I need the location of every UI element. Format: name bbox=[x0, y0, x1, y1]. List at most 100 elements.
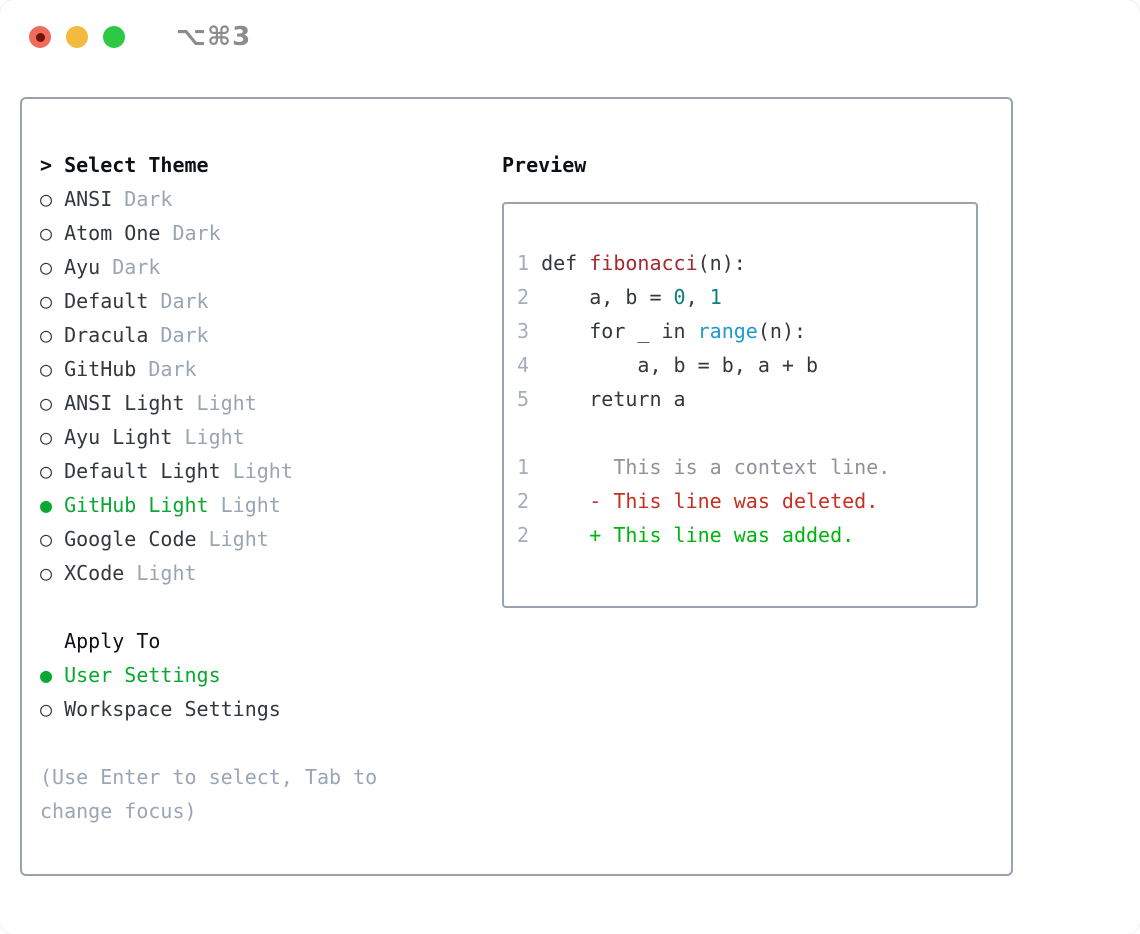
theme-variant-badge: Light bbox=[124, 561, 197, 585]
hint-text-line-2: change focus) bbox=[40, 799, 197, 823]
theme-variant-badge: Light bbox=[196, 527, 269, 551]
radio-unselected-icon: ○ bbox=[40, 527, 65, 551]
theme-variant-badge: Light bbox=[184, 391, 257, 415]
radio-unselected-icon: ○ bbox=[40, 391, 65, 415]
theme-option-ansi[interactable]: ○ ANSI Dark bbox=[40, 182, 502, 216]
diff-line: 2 - This line was deleted. bbox=[517, 484, 976, 518]
code-segment-plain: , bbox=[685, 285, 710, 309]
theme-option-default[interactable]: ○ Default Dark bbox=[40, 284, 502, 318]
code-line: 3 for _ in range(n): bbox=[517, 314, 976, 348]
apply-to-header: Apply To bbox=[64, 629, 161, 653]
apply-option-workspace-settings[interactable]: ○ Workspace Settings bbox=[40, 692, 502, 726]
theme-name: GitHub Light bbox=[64, 493, 209, 517]
theme-option-dracula[interactable]: ○ Dracula Dark bbox=[40, 318, 502, 352]
line-number: 2 bbox=[517, 489, 542, 513]
line-number: 1 bbox=[517, 251, 542, 275]
code-segment-plain: (n): bbox=[757, 319, 807, 343]
theme-variant-badge: Dark bbox=[148, 289, 209, 313]
theme-option-ansi-light[interactable]: ○ ANSI Light Light bbox=[40, 386, 502, 420]
theme-selector-panel: > Select Theme ○ ANSI Dark○ Atom One Dar… bbox=[20, 97, 1013, 876]
theme-name: ANSI bbox=[64, 187, 113, 211]
apply-option-label: Workspace Settings bbox=[64, 697, 281, 721]
apply-option-label: User Settings bbox=[64, 663, 221, 687]
theme-variant-badge: Light bbox=[220, 459, 293, 483]
code-segment-plain: for _ in bbox=[541, 319, 698, 343]
theme-name: Default Light bbox=[64, 459, 221, 483]
radio-unselected-icon: ○ bbox=[40, 323, 65, 347]
diff-line: 2 + This line was added. bbox=[517, 518, 976, 552]
code-line: 5 return a bbox=[517, 382, 976, 416]
theme-name: Ayu Light bbox=[64, 425, 173, 449]
theme-option-ayu[interactable]: ○ Ayu Dark bbox=[40, 250, 502, 284]
code-segment-plain: def bbox=[541, 251, 590, 275]
spacer bbox=[40, 590, 502, 624]
theme-name: Default bbox=[64, 289, 149, 313]
line-number: 2 bbox=[517, 285, 542, 309]
code-line: 4 a, b = b, a + b bbox=[517, 348, 976, 382]
preview-column: Preview 1 def fibonacci(n):2 a, b = 0, 1… bbox=[502, 148, 978, 828]
theme-column: > Select Theme ○ ANSI Dark○ Atom One Dar… bbox=[40, 148, 502, 828]
code-line: 2 a, b = 0, 1 bbox=[517, 280, 976, 314]
theme-option-ayu-light[interactable]: ○ Ayu Light Light bbox=[40, 420, 502, 454]
radio-unselected-icon: ○ bbox=[40, 561, 65, 585]
line-number: 3 bbox=[517, 319, 542, 343]
radio-unselected-icon: ○ bbox=[40, 255, 65, 279]
theme-name: Atom One bbox=[64, 221, 161, 245]
radio-selected-icon: ● bbox=[40, 663, 65, 687]
window-title: ⌥⌘3 bbox=[176, 22, 252, 52]
theme-option-github[interactable]: ○ GitHub Dark bbox=[40, 352, 502, 386]
code-segment-plain: (n): bbox=[697, 251, 746, 275]
titlebar: ⌥⌘3 bbox=[29, 22, 252, 52]
radio-unselected-icon: ○ bbox=[40, 187, 65, 211]
select-theme-header: > Select Theme bbox=[40, 148, 502, 182]
line-number: 1 bbox=[517, 455, 542, 479]
code-segment-plain bbox=[541, 523, 589, 547]
theme-name: Google Code bbox=[64, 527, 197, 551]
radio-selected-icon: ● bbox=[40, 493, 65, 517]
close-button[interactable] bbox=[29, 26, 51, 48]
hint-text-line-1: (Use Enter to select, Tab to bbox=[40, 765, 378, 789]
code-segment-deleted: - This line was deleted. bbox=[589, 489, 879, 513]
theme-variant-badge: Dark bbox=[160, 221, 221, 245]
code-segment-builtin: range bbox=[697, 319, 758, 343]
theme-list: ○ ANSI Dark○ Atom One Dark○ Ayu Dark○ De… bbox=[40, 182, 502, 590]
apply-to-list: ● User Settings○ Workspace Settings bbox=[40, 658, 502, 726]
theme-name: GitHub bbox=[64, 357, 137, 381]
radio-unselected-icon: ○ bbox=[40, 425, 65, 449]
line-number: 2 bbox=[517, 523, 542, 547]
theme-option-atom-one[interactable]: ○ Atom One Dark bbox=[40, 216, 502, 250]
theme-option-xcode[interactable]: ○ XCode Light bbox=[40, 556, 502, 590]
radio-unselected-icon: ○ bbox=[40, 289, 65, 313]
spacer bbox=[40, 726, 502, 760]
code-segment-plain: a, b = bbox=[541, 285, 674, 309]
preview-header: Preview bbox=[502, 153, 587, 177]
theme-variant-badge: Light bbox=[208, 493, 281, 517]
theme-variant-badge: Dark bbox=[148, 323, 209, 347]
theme-option-google-code[interactable]: ○ Google Code Light bbox=[40, 522, 502, 556]
theme-option-default-light[interactable]: ○ Default Light Light bbox=[40, 454, 502, 488]
theme-option-github-light[interactable]: ● GitHub Light Light bbox=[40, 488, 502, 522]
code-segment-context: This is a context line. bbox=[541, 455, 891, 479]
theme-name: XCode bbox=[64, 561, 125, 585]
code-segment-added: + This line was added. bbox=[589, 523, 855, 547]
select-theme-label: Select Theme bbox=[64, 153, 209, 177]
theme-name: ANSI Light bbox=[64, 391, 185, 415]
theme-variant-badge: Dark bbox=[136, 357, 197, 381]
apply-option-user-settings[interactable]: ● User Settings bbox=[40, 658, 502, 692]
code-segment-number: 0 bbox=[673, 285, 686, 309]
theme-variant-badge: Dark bbox=[100, 255, 161, 279]
focus-marker-icon: > bbox=[40, 153, 65, 177]
line-number: 4 bbox=[517, 353, 542, 377]
theme-variant-badge: Light bbox=[172, 425, 245, 449]
code-segment-plain bbox=[541, 489, 589, 513]
minimize-button[interactable] bbox=[66, 26, 88, 48]
radio-unselected-icon: ○ bbox=[40, 357, 65, 381]
theme-name: Ayu bbox=[64, 255, 101, 279]
radio-unselected-icon: ○ bbox=[40, 221, 65, 245]
code-segment-plain: return a bbox=[541, 387, 686, 411]
zoom-button[interactable] bbox=[103, 26, 125, 48]
theme-name: Dracula bbox=[64, 323, 149, 347]
